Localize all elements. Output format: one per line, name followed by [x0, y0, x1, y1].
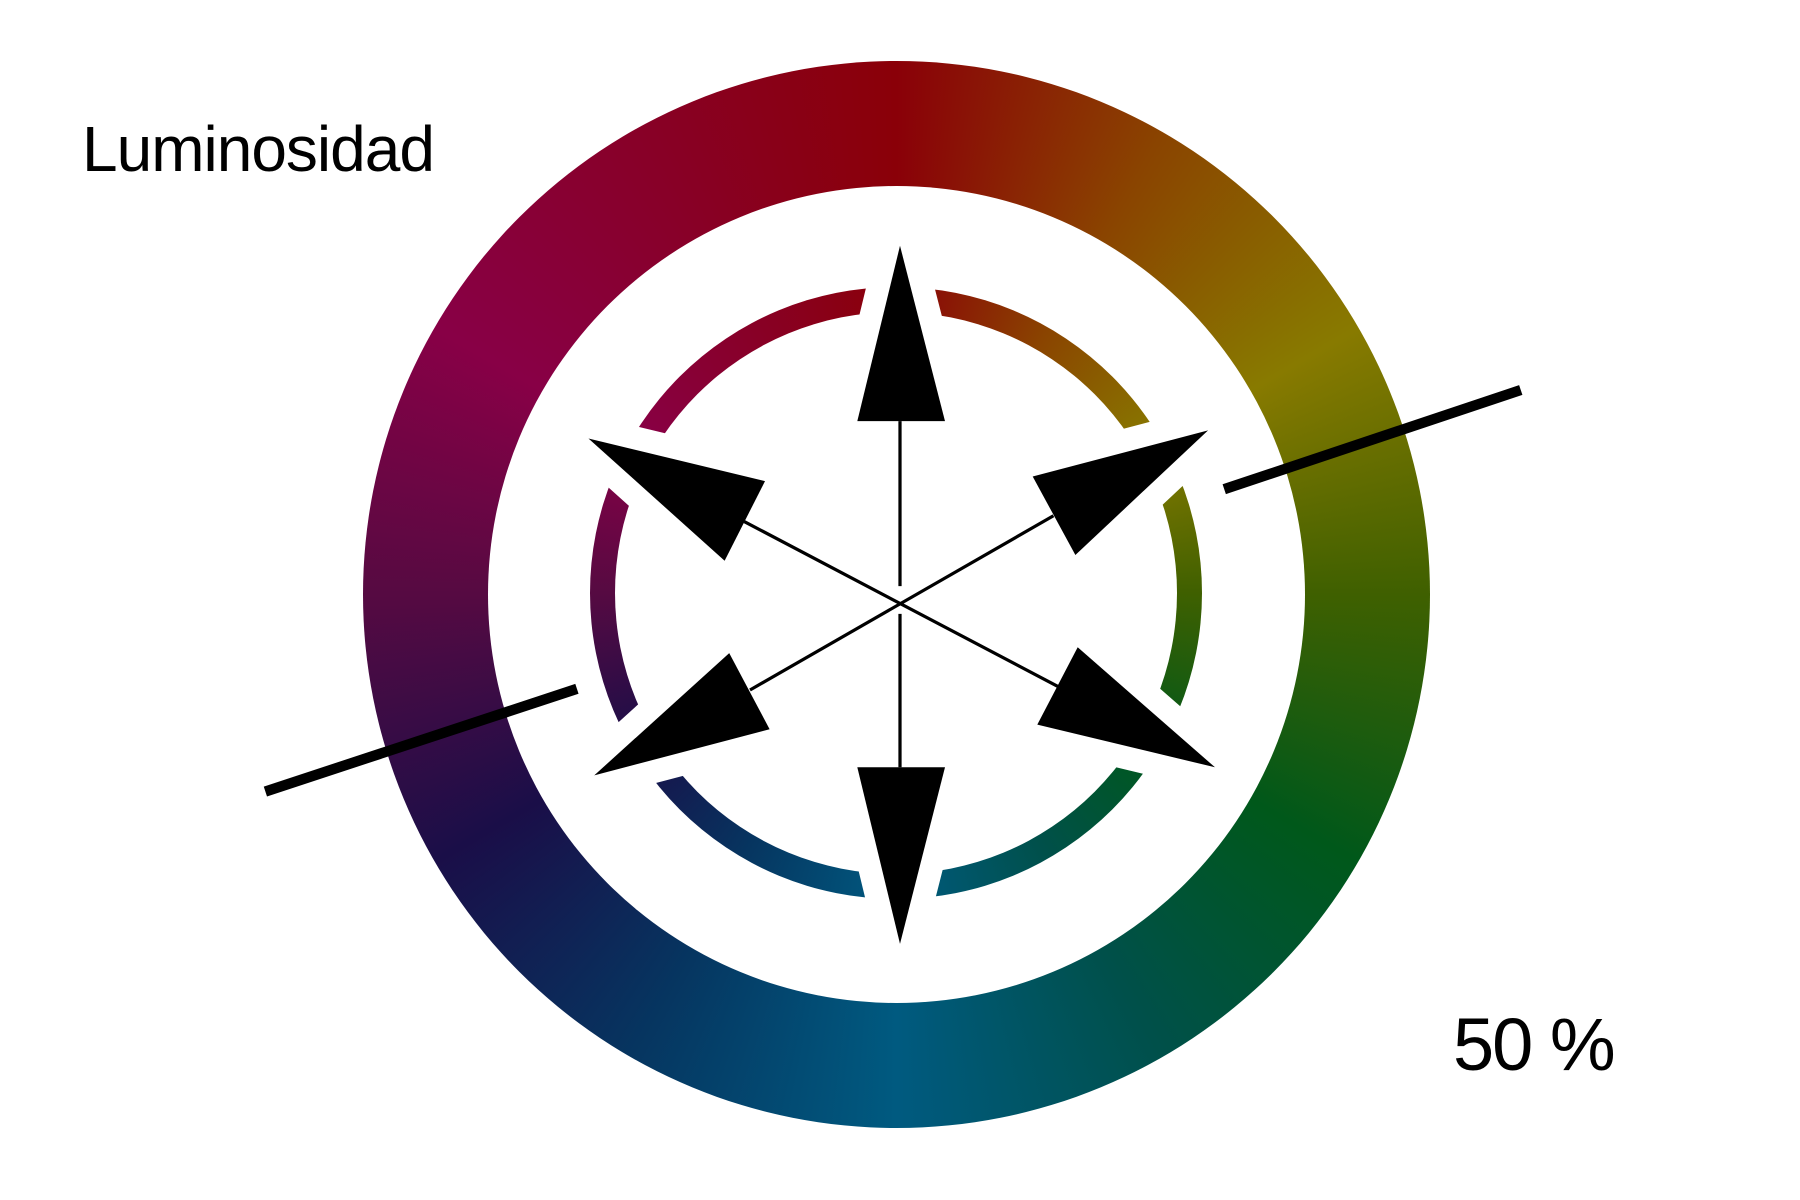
- luminosity-value: 50 %: [1453, 1003, 1616, 1086]
- arrow-lower-right-icon: [1037, 647, 1215, 768]
- arrow-up-icon: [857, 245, 945, 422]
- luminosity-label: Luminosidad: [82, 113, 435, 185]
- arrow-lower-left-icon: [594, 653, 770, 776]
- axis-line-right-segment: [1222, 385, 1523, 495]
- arrow-upper-left-icon: [588, 438, 765, 561]
- arrow-upper-right-icon: [1032, 430, 1209, 555]
- arrow-diagonal-shaft-b: [749, 514, 1055, 692]
- axis-line-left-segment: [263, 683, 579, 797]
- arrow-down-icon: [857, 767, 945, 944]
